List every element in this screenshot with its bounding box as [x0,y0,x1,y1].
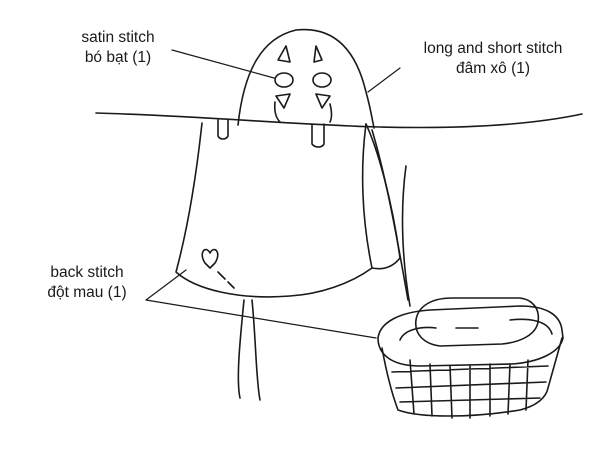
heart-embroidery [201,248,219,269]
leader-satin [171,49,275,79]
satin-stitch-label: satin stitch bó bạt (1) [58,28,178,68]
left-eye-mark-top [277,45,291,63]
long-short-stitch-label: long and short stitch đâm xô (1) [388,39,598,79]
leader-back-1 [145,269,187,301]
leader-long [367,67,401,93]
back-stitch-label-en: back stitch [50,264,124,281]
towel-fold [365,123,401,270]
towel-side-fold [371,129,409,301]
back-stitch-line [217,271,235,289]
long-short-stitch-label-en: long and short stitch [423,40,563,57]
left-eye [274,72,294,88]
basket-handle [399,318,553,341]
basket-body [381,337,563,417]
right-eye [312,72,332,88]
clothes-pin-left [217,119,229,140]
laundry-basket [377,297,564,419]
left-eye-mark-bottom [275,93,291,109]
towel-outline [175,122,373,298]
folded-cloth [415,297,540,347]
figure-lower-body [237,299,245,399]
towel [175,122,411,307]
long-short-stitch-label-vi: đâm xô (1) [455,60,531,77]
satin-stitch-label-en: satin stitch [81,29,155,46]
back-stitch-label: back stitch đột mau (1) [22,263,152,303]
satin-stitch-label-vi: bó bạt (1) [84,49,152,66]
figure-outline [237,28,375,129]
basket-rim [377,305,564,367]
leader-back-2 [145,299,377,339]
figure-lower-body-right [251,299,261,401]
right-cheek [329,103,333,123]
clothesline [95,112,583,129]
basket-grid [391,359,549,419]
left-cheek [273,101,281,123]
no-face-figure [237,28,375,401]
clothes-pin-right [311,123,325,148]
right-eye-mark-bottom [315,93,331,109]
towel-inner-fold [401,165,411,307]
right-eye-mark-top [313,45,323,63]
back-stitch-label-vi: đột mau (1) [47,284,127,301]
